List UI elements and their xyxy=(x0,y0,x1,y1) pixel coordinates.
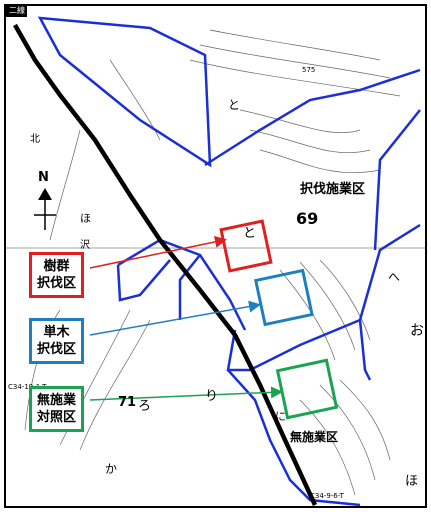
plot-label-to: と xyxy=(243,226,257,241)
north-arrow-icon xyxy=(34,188,56,230)
group-cutting-arrow xyxy=(89,235,227,269)
label-he: へ xyxy=(388,270,401,284)
stand-label: 択伐施業区 xyxy=(300,182,366,197)
label-ni: に xyxy=(275,410,286,423)
group-cutting-plot xyxy=(219,219,273,273)
label-ho-lower: ほ xyxy=(405,474,419,489)
legend-group-cutting-line2: 択伐区 xyxy=(37,276,77,291)
control-arrow xyxy=(89,386,283,401)
legend-single-tree: 単木 択伐区 xyxy=(29,318,85,364)
label-71: 71 xyxy=(118,395,137,410)
legend-control: 無施業 対照区 xyxy=(29,386,85,432)
single-tree-arrow xyxy=(89,300,261,336)
legend-control-line2: 対照区 xyxy=(37,410,77,425)
compass-letter: N xyxy=(38,170,49,185)
compartment-boundaries xyxy=(37,16,421,507)
no-treatment-area-label: 無施業区 xyxy=(290,430,339,444)
label-to-top: と xyxy=(228,98,241,112)
label-ka: か xyxy=(105,462,118,476)
label-o: お xyxy=(410,323,424,339)
map-frame xyxy=(4,4,427,508)
label-ho: ほ xyxy=(80,212,91,225)
main-road xyxy=(13,23,318,506)
legend-single-tree-line2: 択伐区 xyxy=(37,342,77,357)
legend-control-line1: 無施業 xyxy=(37,393,77,408)
legend-single-tree-line1: 単木 xyxy=(43,325,70,340)
corner-label: 二線 xyxy=(9,6,25,15)
corner-marker xyxy=(5,5,27,17)
road-code: C34-9-6-T xyxy=(310,492,344,500)
elevation-label: 575 xyxy=(302,66,316,74)
road-code-left: C34-19-1-T xyxy=(8,383,47,391)
single-tree-plot xyxy=(253,268,314,327)
stand-number: 69 xyxy=(296,209,319,228)
legend-group-cutting: 樹群 択伐区 xyxy=(29,252,85,298)
label-ru: ろ xyxy=(138,399,152,414)
label-sawa: 沢 xyxy=(80,240,90,251)
label-kita: 北 xyxy=(30,134,40,145)
legend-group-cutting-line1: 樹群 xyxy=(43,259,70,274)
label-ri: り xyxy=(205,389,219,404)
control-plot xyxy=(275,358,339,420)
